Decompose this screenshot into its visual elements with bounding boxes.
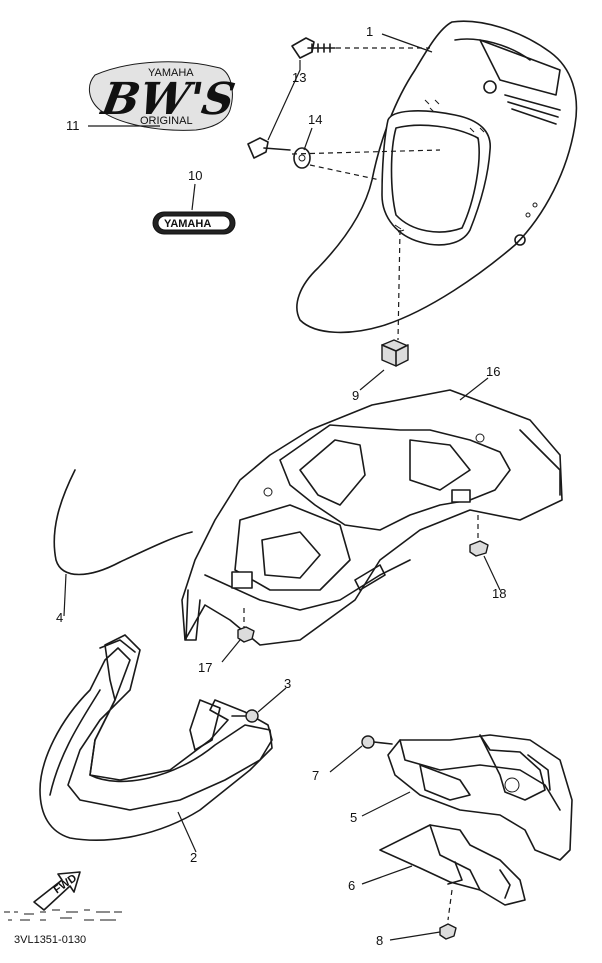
bws-logo-yamaha-text: YAMAHA	[148, 67, 194, 79]
clip-part-18	[469, 515, 489, 557]
callout-11: 11	[66, 118, 80, 133]
screw-part-8	[439, 889, 457, 940]
callout-7: 7	[312, 768, 319, 783]
front-cover-part	[296, 20, 578, 334]
callout-9: 9	[352, 388, 359, 403]
assembly-line	[291, 47, 441, 181]
bracket-plate-part-6	[379, 824, 526, 906]
callout-2: 2	[190, 850, 197, 865]
callout-5: 5	[350, 810, 357, 825]
screw-part-14	[247, 137, 311, 169]
callout-14: 14	[308, 112, 322, 127]
smudge-marks	[4, 909, 122, 921]
callout-18: 18	[492, 586, 506, 601]
screw-part-3	[231, 709, 259, 723]
callout-8: 8	[376, 933, 383, 948]
fwd-arrow-icon: FWD	[33, 871, 81, 911]
screw-part-7	[361, 735, 393, 749]
molding-strip-part-4	[53, 469, 193, 576]
lower-cover-part-2	[39, 634, 273, 841]
assembly-line	[397, 229, 401, 341]
yamaha-emblem-part-10: YAMAHA	[152, 211, 236, 235]
under-cover-part-5	[387, 734, 573, 861]
drawing-code: 3VL1351-0130	[14, 934, 86, 946]
bws-logo-text: BW'S	[96, 73, 239, 125]
bws-logo-original-text: ORIGINAL	[140, 115, 193, 127]
callout-10: 10	[188, 168, 202, 183]
callout-17: 17	[198, 660, 212, 675]
yamaha-emblem-text: YAMAHA	[164, 218, 211, 230]
callout-6: 6	[348, 878, 355, 893]
callout-4: 4	[56, 610, 63, 625]
inner-tray-part-16	[181, 389, 563, 646]
callout-3: 3	[284, 676, 291, 691]
bws-decal-part-11: BW'S YAMAHA ORIGINAL	[88, 61, 239, 131]
callout-16: 16	[486, 364, 500, 379]
screw-part-13	[291, 37, 336, 59]
callout-1: 1	[366, 24, 373, 39]
clip-part-17	[237, 608, 255, 643]
callout-13: 13	[292, 70, 306, 85]
grommet-part-9	[381, 339, 409, 367]
leader-lines	[63, 33, 501, 941]
